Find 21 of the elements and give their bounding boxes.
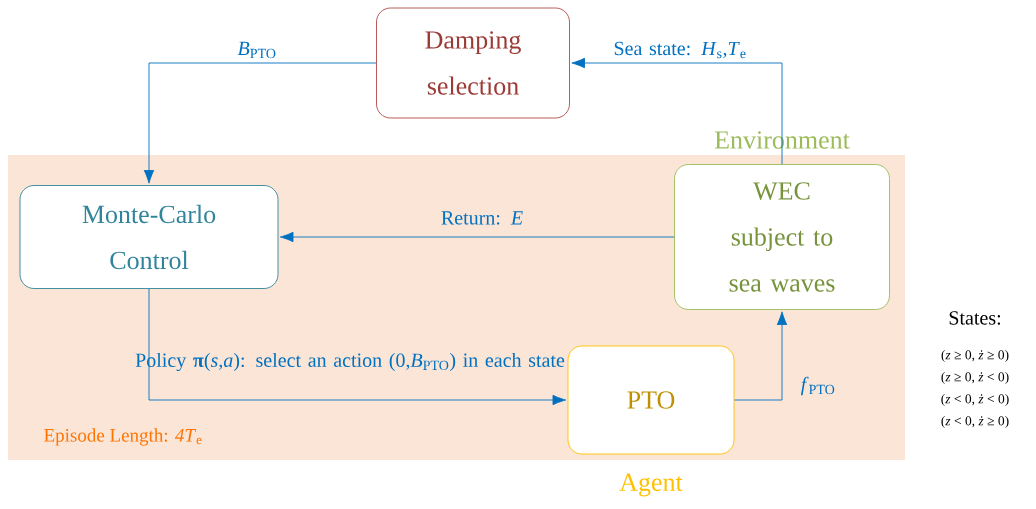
edge-label: B$_{PTO}$ — [237, 41, 276, 59]
episode-length-label: Episode Length: 4T$_{e}$ — [44, 428, 202, 446]
arrow — [279, 231, 675, 243]
state-label: (z < 0, ż < 0) — [941, 393, 1009, 407]
edge-label: Policy π(s,a): select an action (0,B$_{PTO}$) in each state — [135, 352, 565, 372]
state-label: (z ≥ 0, ż ≥ 0) — [941, 349, 1009, 363]
process-box: PTO — [567, 345, 735, 455]
arrow — [143, 62, 377, 184]
state-label: (z ≥ 0, ż < 0) — [941, 371, 1009, 385]
process-box: Damping selection — [376, 7, 570, 119]
role-label: Agent — [618, 472, 684, 498]
process-box: Monte-Carlo Control — [19, 185, 279, 289]
arrow — [571, 57, 783, 165]
arrow — [148, 288, 567, 406]
edge-label: Sea state: H$_{s}$,T$_{e}$ — [614, 41, 746, 59]
process-box: WEC subject to sea waves — [674, 164, 890, 310]
states-heading: States: — [949, 311, 1001, 325]
state-label: (z < 0, ż ≥ 0) — [941, 415, 1009, 429]
arrow — [734, 311, 788, 401]
edge-label: Return: E — [441, 211, 523, 225]
edge-label: f$_{PTO}$ — [800, 376, 835, 396]
